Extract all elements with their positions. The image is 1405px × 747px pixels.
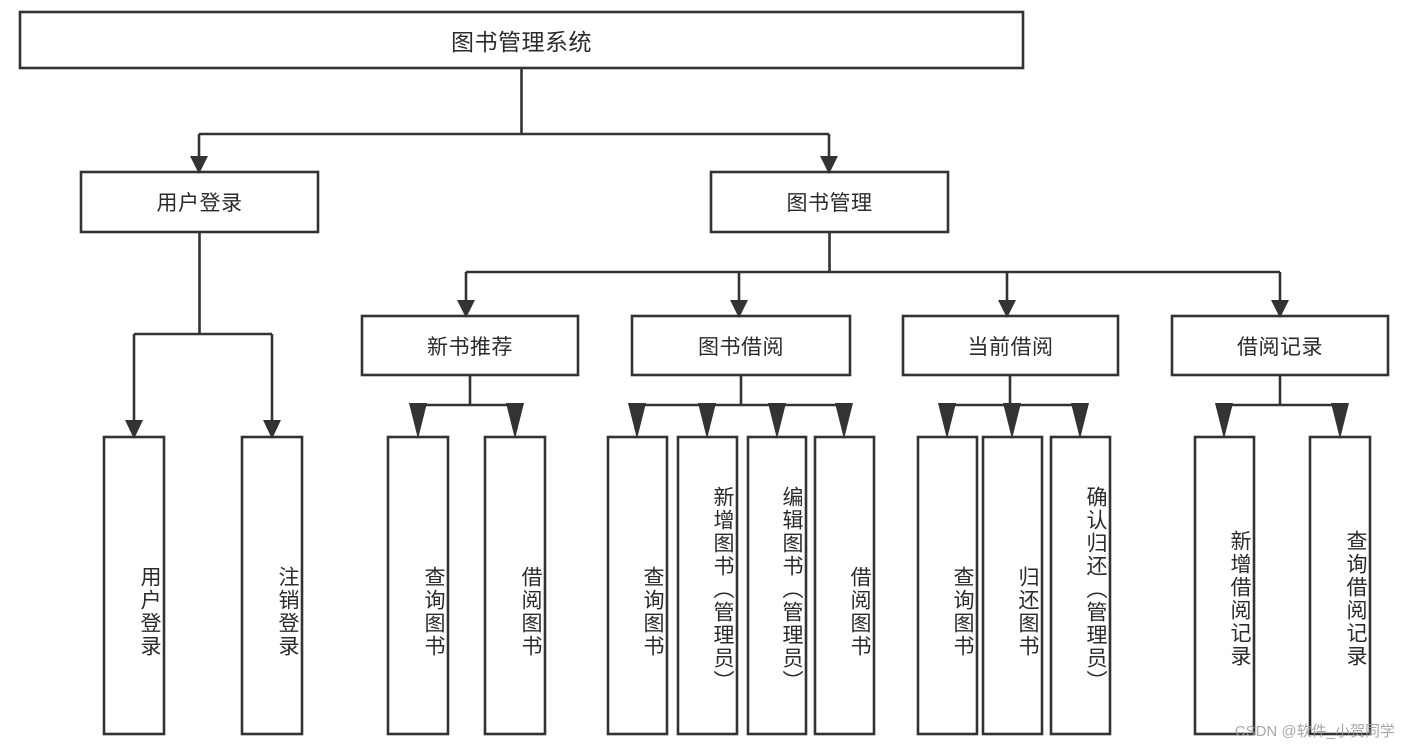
node-box-leaf-add-book[interactable]	[676, 435, 739, 736]
node-box-leaf-add-record[interactable]	[1193, 435, 1256, 736]
node-box-leaf-edit-book[interactable]	[746, 435, 808, 736]
node-box-book-management[interactable]	[709, 170, 950, 234]
csdn-watermark: CSDN @软件_小贺同学	[1234, 723, 1395, 740]
connector-bookborrow-to-leaves	[628, 375, 853, 439]
node-box-leaf-user-logout[interactable]	[240, 435, 304, 736]
node-box-leaf-borrow-book-1[interactable]	[483, 435, 547, 736]
node-box-root[interactable]	[18, 10, 1025, 70]
connector-currentborrow-to-leaves	[938, 375, 1089, 439]
node-box-leaf-query-book-3[interactable]	[916, 435, 979, 736]
node-box-borrow-records[interactable]	[1170, 314, 1390, 377]
node-box-user-login[interactable]	[79, 170, 320, 234]
connector-bookmgmt-to-level3	[457, 232, 1289, 318]
connector-newbook-to-leaves	[409, 375, 524, 439]
node-box-book-borrow[interactable]	[630, 314, 852, 377]
node-box-leaf-borrow-book-2[interactable]	[813, 435, 876, 736]
node-box-current-borrow[interactable]	[901, 314, 1120, 377]
connector-borrowrecords-to-leaves	[1215, 375, 1349, 439]
node-box-leaf-user-login[interactable]	[102, 435, 166, 736]
connector-userlogin-to-leaves	[125, 232, 281, 439]
node-box-leaf-return-book[interactable]	[981, 435, 1044, 736]
node-box-new-book-recommend[interactable]	[360, 314, 580, 377]
node-box-leaf-query-record[interactable]	[1308, 435, 1372, 736]
node-box-leaf-confirm-return[interactable]	[1049, 435, 1112, 736]
node-box-leaf-query-book-2[interactable]	[606, 435, 669, 736]
connector-root-to-level2	[190, 68, 838, 174]
node-box-leaf-query-book-1[interactable]	[386, 435, 450, 736]
